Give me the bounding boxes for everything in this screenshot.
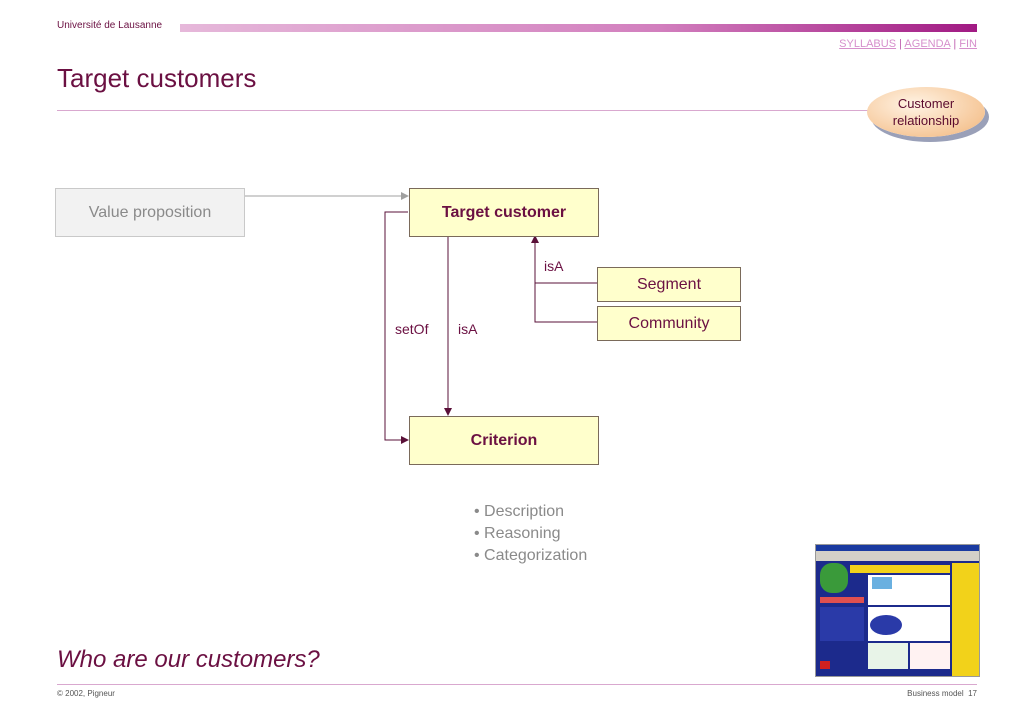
header-gradient-bar xyxy=(180,24,977,32)
footer-course-page: Business model 17 xyxy=(907,689,977,698)
title-divider xyxy=(57,110,977,111)
isa-label-middle: isA xyxy=(458,321,478,337)
key-question: Who are our customers? xyxy=(57,646,320,673)
fin-link[interactable]: FIN xyxy=(959,38,977,50)
setof-label: setOf xyxy=(395,321,429,337)
bullet-item: • Description xyxy=(474,503,565,520)
course-name: Business model xyxy=(907,689,964,698)
university-label: Université de Lausanne xyxy=(57,20,163,31)
copyright: © 2002, Pigneur xyxy=(57,689,115,698)
value-proposition-node: Value proposition xyxy=(55,188,245,237)
badge-line-2: relationship xyxy=(892,113,960,128)
nav-separator: | xyxy=(953,38,957,50)
criterion-bullets: • Description • Reasoning • Categorizati… xyxy=(474,501,587,567)
website-screenshot-thumbnail xyxy=(815,544,980,677)
isa-label-top: isA xyxy=(544,258,564,274)
syllabus-link[interactable]: SYLLABUS xyxy=(839,38,897,50)
segment-node: Segment xyxy=(597,267,741,302)
footer-divider xyxy=(57,684,977,685)
criterion-node: Criterion xyxy=(409,416,599,465)
bullet-item: • Reasoning xyxy=(474,525,561,542)
agenda-link[interactable]: AGENDA xyxy=(904,38,951,50)
slide-title: Target customers xyxy=(57,63,257,93)
badge-line-1: Customer xyxy=(897,96,955,111)
customer-relationship-badge[interactable]: Customer relationship xyxy=(867,87,985,137)
nav-separator: | xyxy=(899,38,902,50)
badge-text: Customer relationship xyxy=(893,95,960,129)
target-customer-node: Target customer xyxy=(409,188,599,237)
community-node: Community xyxy=(597,306,741,341)
isa-community-connector xyxy=(531,235,597,323)
top-nav: SYLLABUS | AGENDA | FIN xyxy=(839,38,977,50)
page-number: 17 xyxy=(968,689,977,698)
bullet-item: • Categorization xyxy=(474,547,588,564)
thumbnail-image xyxy=(816,545,979,676)
